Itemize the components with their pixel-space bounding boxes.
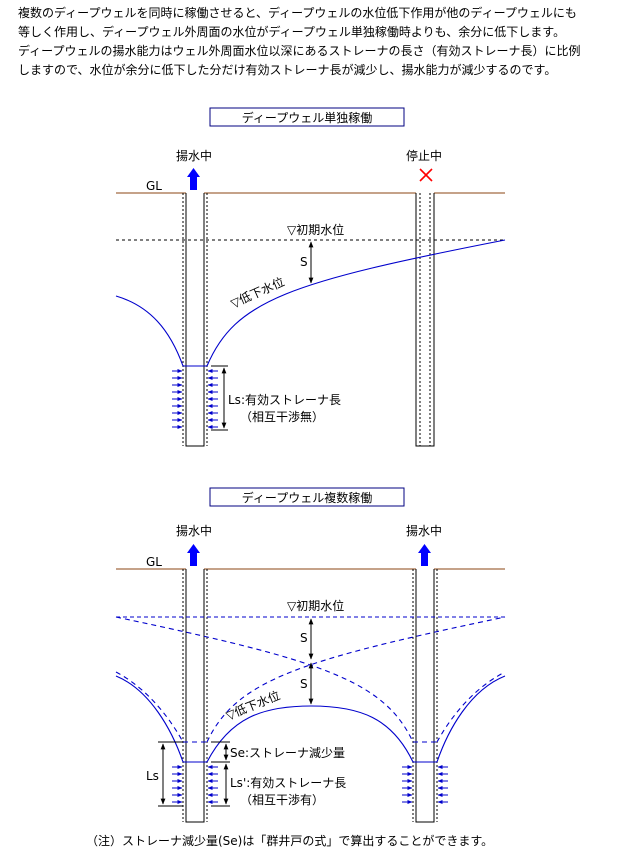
initial-level-label-2: ▽初期水位 — [287, 598, 344, 613]
intro-text: 複数のディープウェルを同時に稼働させると、ディープウェルの水位低下作用が他のディ… — [18, 4, 638, 80]
pumping-arrow-right-icon — [418, 544, 431, 566]
diagram-single-title-box — [209, 107, 405, 127]
lowered-level-label: ▽低下水位 — [228, 274, 286, 311]
gl-label-2: GL — [146, 555, 162, 569]
s-label-upper: S — [300, 631, 308, 645]
diagram-multiple: ディープウェル複数稼働 揚水中 揚水中 GL ▽初期水位 — [115, 487, 506, 823]
left-well-status-2: 揚水中 — [176, 523, 212, 538]
inflow-arrows-multiple — [172, 765, 448, 804]
intro-line-4: しますので、水位が余分に低下した分だけ有効ストレーナ長が減少し、揚水能力が減少す… — [18, 63, 557, 77]
intro-line-1: 複数のディープウェルを同時に稼働させると、ディープウェルの水位低下作用が他のディ… — [18, 6, 577, 20]
pumping-arrow-icon — [187, 168, 200, 190]
single-drawdown-left-inner — [206, 616, 506, 743]
ls-left-label: Ls — [146, 769, 159, 783]
single-drawdown-right-outer — [436, 671, 506, 743]
ls-label: Ls:有効ストレーナ長 — [228, 392, 341, 407]
left-well — [185, 193, 205, 447]
combined-drawdown-right-outer — [436, 675, 506, 763]
stopped-cross-icon — [419, 168, 433, 182]
ls-note: （相互干渉無） — [240, 409, 324, 424]
single-drawdown-left-outer — [115, 671, 184, 743]
drawdown-curve-right — [206, 239, 506, 367]
right-well-status-2: 揚水中 — [406, 523, 442, 538]
lowered-level-label-2: ▽低下水位 — [224, 687, 283, 722]
right-well — [415, 193, 435, 447]
gl-label: GL — [146, 179, 162, 193]
left-well-status: 揚水中 — [176, 148, 212, 163]
combined-drawdown-middle — [206, 705, 414, 763]
s-label-lower: S — [300, 677, 308, 691]
intro-line-3: ディープウェルの揚水能力はウェル外周面水位以深にあるストレーナの長さ（有効ストレ… — [18, 44, 581, 58]
ls-prime-note: （相互干渉有） — [240, 792, 324, 807]
combined-drawdown-left-outer — [115, 675, 184, 763]
ls-prime-label: Ls':有効ストレーナ長 — [230, 775, 346, 790]
diagram-single-title: ディープウェル単独稼働 — [242, 110, 372, 125]
diagram-single: ディープウェル単独稼働 揚水中 停止中 GL ▽初期水位 S — [115, 107, 506, 447]
s-label: S — [300, 255, 308, 269]
pumping-arrow-left-icon — [187, 544, 200, 566]
inflow-arrows-single — [172, 369, 218, 429]
diagram-multiple-title: ディープウェル複数稼働 — [242, 490, 372, 505]
intro-line-2: 等しく作用し、ディープウェル外周面の水位がディープウェル単独稼働時よりも、余分に… — [18, 25, 566, 39]
single-drawdown-right-inner — [115, 616, 414, 743]
left-well-2 — [185, 569, 205, 823]
initial-level-label: ▽初期水位 — [287, 222, 344, 237]
footnote: （注）ストレーナ減少量(Se)は「群井戸の式」で算出することができます。 — [86, 834, 494, 848]
diagram-multiple-title-box — [209, 487, 405, 507]
drawdown-curve-left — [115, 295, 184, 367]
right-well-2 — [415, 569, 435, 823]
right-well-status: 停止中 — [406, 148, 442, 163]
se-label: Se:ストレーナ減少量 — [230, 745, 345, 760]
